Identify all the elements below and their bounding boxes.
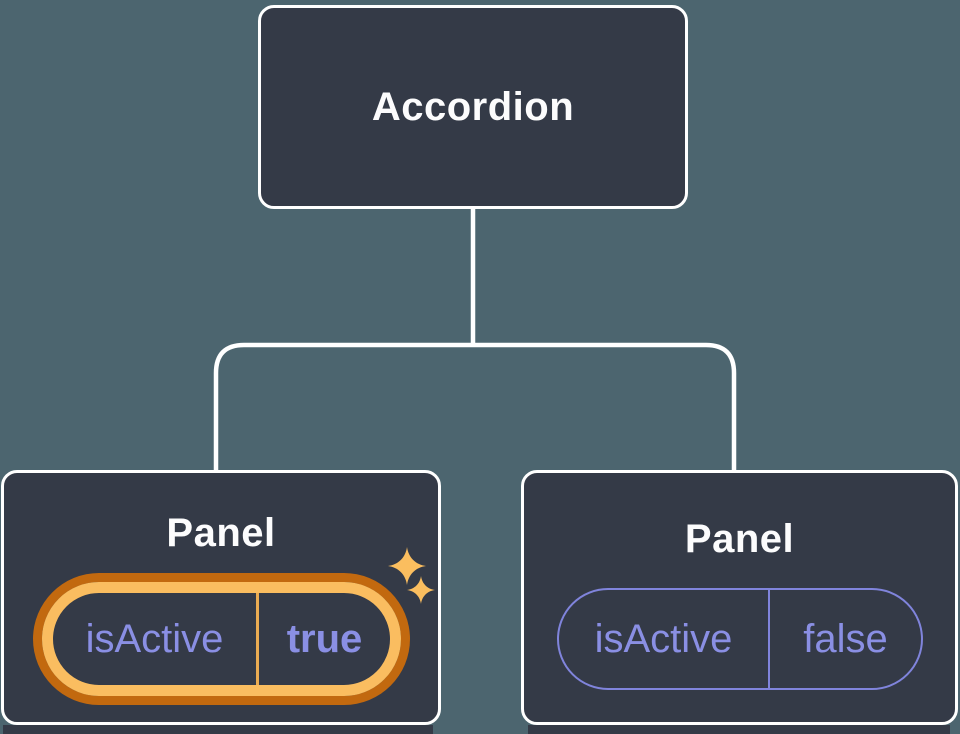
sparkle-icon bbox=[388, 547, 426, 585]
node-accordion: Accordion bbox=[258, 5, 688, 209]
sparkle-icon bbox=[407, 576, 435, 604]
state-pill-active: isActive true bbox=[42, 582, 401, 696]
pill-divider bbox=[256, 593, 259, 685]
panel-bottom-strip bbox=[528, 725, 950, 734]
state-value-label: true bbox=[286, 616, 363, 661]
state-value-label: false bbox=[803, 616, 888, 661]
node-panel-active-label: Panel bbox=[166, 511, 276, 555]
state-key-label: isActive bbox=[594, 616, 733, 661]
node-accordion-label: Accordion bbox=[371, 84, 575, 129]
node-panel-inactive-label: Panel bbox=[684, 517, 795, 561]
pill-divider bbox=[768, 590, 770, 688]
panel-bottom-strip bbox=[3, 725, 433, 734]
state-pill-inactive: isActive false bbox=[557, 588, 923, 690]
node-panel-active: Panel isActive true bbox=[1, 470, 441, 725]
state-key-label: isActive bbox=[85, 616, 224, 661]
node-panel-inactive: Panel isActive false bbox=[521, 470, 958, 725]
